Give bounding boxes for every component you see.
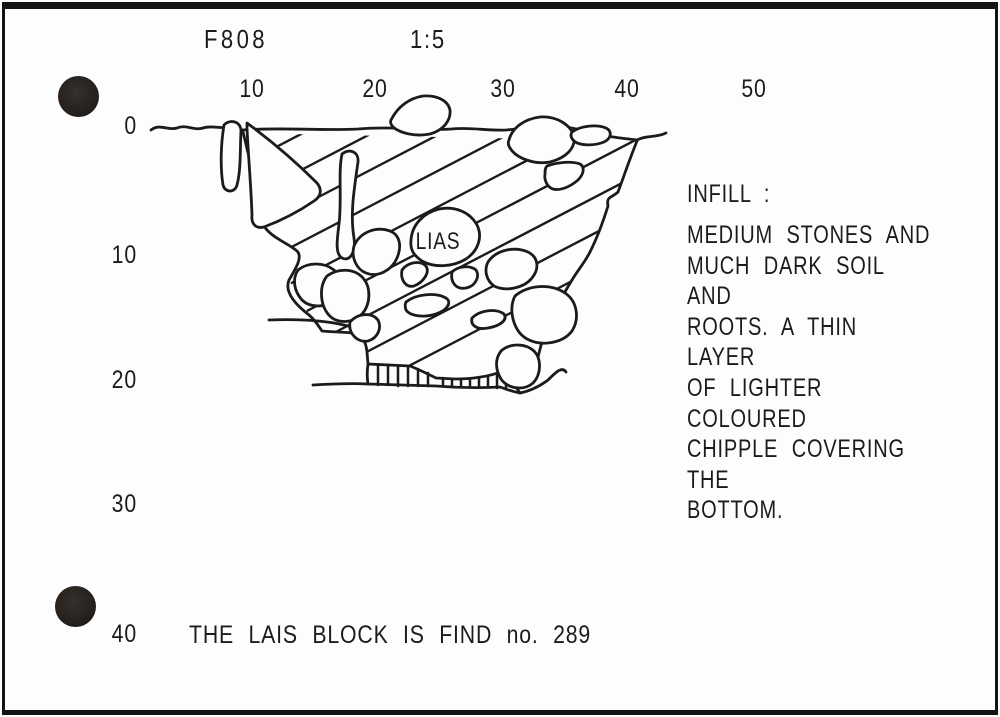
stone-label: LIAS (415, 228, 461, 255)
stone (348, 313, 381, 343)
infill-note: INFILL : MEDIUM STONES AND MUCH DARK SOI… (687, 178, 937, 526)
stone (219, 120, 243, 193)
ground-line-right (635, 131, 668, 142)
lias-stone (409, 206, 481, 268)
ruler-tick-left-40: 40 (111, 620, 137, 648)
stone (506, 115, 576, 165)
stone (450, 265, 479, 290)
infill-line: BOTTOM. (687, 496, 784, 525)
stone (400, 261, 429, 288)
ruler-tick-top-40: 40 (614, 75, 640, 103)
stones (219, 94, 612, 390)
ruler-tick-left-20: 20 (111, 366, 137, 394)
stone (245, 121, 322, 229)
stone (484, 247, 539, 291)
stone (510, 285, 578, 345)
infill-line: CHIPPLE COVERING THE (687, 435, 905, 494)
stone (389, 94, 452, 137)
stone (470, 309, 507, 330)
feature-number: F808 (204, 24, 268, 54)
infill-line: ROOTS. A THIN LAYER (687, 312, 858, 372)
stone (543, 160, 585, 191)
stone (569, 124, 612, 147)
ruler-tick-top-10: 10 (239, 75, 265, 103)
ruler-tick-left-10: 10 (111, 241, 137, 269)
infill-line: MEDIUM STONES AND (687, 221, 931, 249)
punch-hole-top-icon (58, 76, 99, 117)
ruler-tick-top-20: 20 (362, 75, 388, 103)
stone (351, 227, 402, 276)
ruler-tick-top-30: 30 (490, 75, 516, 103)
infill-line: MUCH DARK SOIL AND (687, 251, 885, 311)
ruler-tick-left-0: 0 (124, 112, 137, 140)
stone (403, 293, 451, 318)
ruler-tick-top-50: 50 (741, 75, 767, 103)
find-note: THE LAIS BLOCK IS FIND no. 289 (189, 621, 592, 649)
scale-ratio: 1:5 (410, 24, 446, 54)
stone (335, 149, 360, 261)
ground-stub-right (518, 368, 568, 395)
stone (495, 343, 541, 390)
ruler-tick-left-30: 30 (111, 490, 137, 518)
infill-line: OF LIGHTER COLOURED (687, 373, 823, 433)
infill-heading: INFILL : (687, 180, 771, 208)
punch-hole-bottom-icon (55, 586, 96, 627)
ground-stub-left (311, 382, 370, 387)
